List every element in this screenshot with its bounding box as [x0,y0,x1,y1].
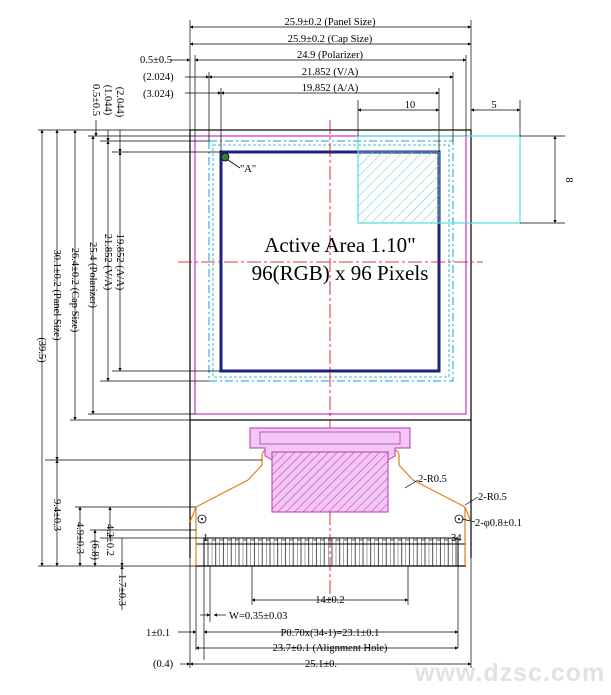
top-dimension-lines [170,20,521,152]
dim-zero-four: (0.4) [153,659,174,670]
dim-pitch: P0.70x(34-1)=23.1±0.1 [281,628,380,639]
polarizer-outline [194,135,467,415]
dim-left-2-044: (2.044) [114,87,125,118]
dim-aa-offset-top: (3.024) [143,89,174,100]
dim-polarizer-offset-top: 0.5±0.5 [140,55,172,66]
visible-area-outline [208,140,454,382]
dim-alignment-hole: 23.7±0.1 (Alignment Hole) [273,643,388,654]
fpc-pin-row [203,537,459,567]
dim-fourteen: 14±0.2 [315,595,344,606]
r05-callout-left: 2-R0.5 [418,474,447,485]
hole-diameter-callout: 2-φ0.8±0.1 [475,518,522,529]
dim-left-aa: 19.852 (A/A) [114,234,125,291]
right-dimension-lines [520,135,565,224]
dim-left-4-2: 4.2±0.2 [104,524,115,556]
pin-1-label: 1 [203,533,208,544]
dim-bottom-25-1: 25.1±0. [305,659,337,670]
dim-panel-size-width: 25.9±0.2 (Panel Size) [285,17,376,28]
cyan-hatched-area [357,151,440,224]
dim-left-0-5: 0.5±0.5 [90,84,101,116]
dim-left-va: 21.852 (V/A) [102,234,113,291]
dim-va-offset-top: (2.024) [143,72,174,83]
dim-one: 1±0.1 [146,628,170,639]
dim-cap-size-width: 25.9±0.2 (Cap Size) [288,34,373,45]
dim-left-9-4: 9.4±0.3 [51,499,62,531]
dim-polarizer-width: 24.9 (Polarizer) [297,50,363,61]
dim-va-width: 21.852 (V/A) [302,67,359,78]
alignment-hole-right-icon [454,514,464,524]
watermark-text: www.dzsc.com [414,659,605,687]
point-a-marker [220,152,230,162]
pin-34-label: 34 [451,533,462,544]
pixel-count-label: 96(RGB) x 96 Pixels [252,261,429,285]
stiffener-hatch [271,451,389,513]
dim-left-1-7: 1.7±0.3 [116,574,127,606]
point-a-label: "A" [240,164,256,175]
dim-left-polarizer: 25.4 (Polarizer) [87,242,98,308]
connector-slot [259,431,401,445]
bottom-dimension-lines [178,558,472,668]
r05-callout-right: 2-R0.5 [478,492,507,503]
dim-left-4-9: 4.9±0.3 [74,522,85,554]
panel-outline [189,129,472,558]
dim-left-overall: (39.5) [36,337,47,363]
left-dimension-lines [38,120,262,610]
active-area-title: Active Area 1.10" [264,233,415,257]
visible-area-inner-outline [212,144,450,378]
alignment-hole-left-icon [197,514,207,524]
dim-left-6-8: (6.8) [89,540,100,561]
dim-left-panel: 30.1±0.2 (Panel Size) [51,250,62,341]
dim-aa-width: 19.852 (A/A) [302,83,359,94]
point-a-leader [227,159,241,169]
dim-left-1-044: (1.044) [102,85,113,116]
dim-five: 5 [491,100,496,111]
dim-left-cap: 26.4±0.2 (Cap Size) [69,248,80,333]
dim-pin-width: W=0.35±0.03 [229,611,287,622]
dim-eight: 8 [563,177,574,182]
dim-ten: 10 [405,100,416,111]
